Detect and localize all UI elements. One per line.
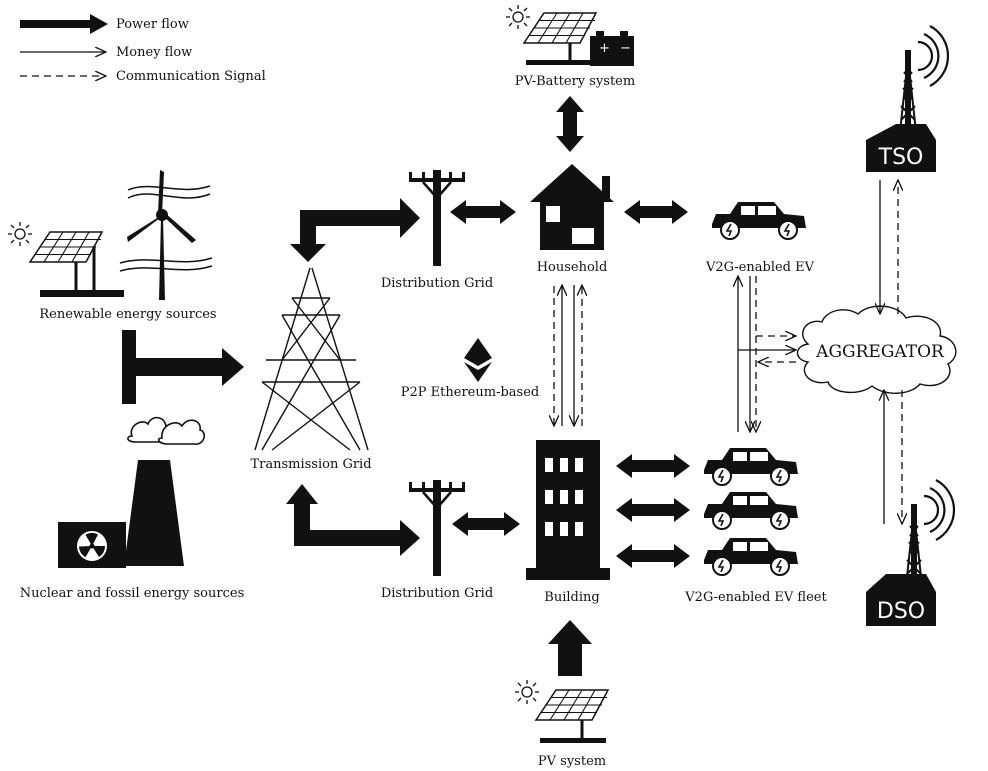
aggregator-label: AGGREGATOR: [815, 342, 945, 362]
generation-power-arrow: [122, 330, 244, 404]
building-fleet-arrow-2: [616, 498, 690, 522]
pv-battery-label: PV-Battery system: [515, 74, 635, 89]
dso-station: DSO: [866, 478, 956, 626]
dso-label: DSO: [877, 599, 925, 624]
solar-panel-icon: [29, 231, 103, 292]
legend-power-flow: Power flow: [116, 17, 189, 32]
distribution-top-label: Distribution Grid: [381, 276, 493, 291]
antenna-icon: [898, 24, 950, 134]
pv-system-group: PV system: [514, 679, 609, 769]
renewable-label: Renewable energy sources: [39, 307, 216, 322]
pv-system-power-arrow: [548, 620, 592, 676]
transmission-bottom-power-arrow: [286, 484, 420, 556]
transmission-label: Transmission Grid: [250, 457, 371, 472]
aggregator-cloud: AGGREGATOR: [796, 305, 957, 394]
solar-panel-icon: [535, 689, 609, 738]
solar-panel-icon: [523, 12, 597, 63]
sun-icon: [505, 4, 531, 30]
pole-building-power-arrow: [452, 512, 520, 536]
tso-label: TSO: [878, 145, 924, 170]
p2p-label: P2P Ethereum-based: [401, 385, 539, 400]
ev-fleet-car-1-icon: [703, 447, 799, 486]
building-label: Building: [544, 590, 599, 605]
sun-icon: [7, 221, 33, 247]
svg-text:−: −: [620, 41, 631, 56]
nuclear-label: Nuclear and fossil energy sources: [20, 586, 245, 601]
sun-icon: [514, 679, 540, 705]
pv-battery-group: + − PV-Battery system: [505, 4, 635, 89]
transmission-tower-icon: [254, 267, 369, 451]
building-fleet-arrow-3: [616, 544, 690, 568]
household-label: Household: [537, 260, 608, 275]
building-fleet-arrow-1: [616, 454, 690, 478]
nuclear-fossil-group: Nuclear and fossil energy sources: [20, 416, 245, 601]
distribution-bottom-label: Distribution Grid: [381, 586, 493, 601]
svg-text:+: +: [599, 41, 610, 56]
pole-household-power-arrow: [450, 200, 516, 224]
ev-fleet-car-3-icon: [703, 537, 799, 576]
ethereum-icon: [464, 338, 492, 382]
tso-station: TSO: [866, 24, 950, 172]
building-icon: [526, 440, 610, 580]
transmission-top-power-arrow: [290, 198, 420, 262]
legend-money-flow: Money flow: [116, 45, 192, 60]
ev-car-icon: [711, 201, 807, 240]
wind-turbine-icon: [119, 170, 213, 300]
pv-system-label: PV system: [538, 754, 606, 769]
battery-icon: + −: [590, 31, 634, 66]
v2g-ev-label: V2G-enabled EV: [705, 260, 815, 275]
legend-communication: Communication Signal: [116, 69, 266, 84]
antenna-icon: [904, 478, 956, 588]
radiation-icon: [77, 531, 107, 561]
household-icon: [530, 164, 614, 250]
legend: Power flow Money flow Communication Sign…: [20, 14, 266, 84]
pv-battery-power-arrow: [556, 96, 584, 152]
power-flow-legend-arrow: [20, 14, 108, 34]
cooling-tower-icon: [124, 460, 184, 566]
household-ev-power-arrow: [624, 200, 688, 224]
smoke-icon: [127, 416, 206, 445]
renewable-sources-group: Renewable energy sources: [7, 170, 217, 322]
distribution-pole-bottom-icon: [407, 478, 467, 578]
v2g-fleet-label: V2G-enabled EV fleet: [684, 590, 827, 605]
ev-fleet-car-2-icon: [703, 491, 799, 530]
